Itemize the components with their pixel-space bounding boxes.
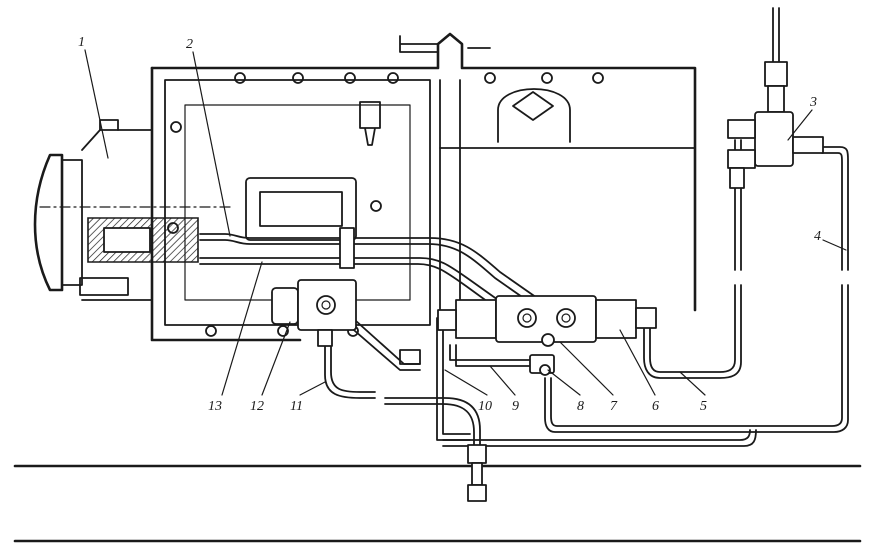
- callout-11: 11: [290, 399, 303, 414]
- drain-fitting: [467, 444, 487, 502]
- valve-12: [271, 227, 357, 347]
- callout-13: 13: [208, 399, 222, 414]
- callout-2: 2: [186, 37, 193, 52]
- callout-12: 12: [250, 399, 264, 414]
- block-6: [437, 295, 657, 376]
- callout-7: 7: [610, 399, 618, 414]
- callout-3: 3: [809, 95, 817, 110]
- pipelines: [199, 139, 849, 447]
- valve-3: [727, 7, 824, 189]
- callout-1: 1: [78, 35, 85, 50]
- callout-10: 10: [478, 399, 492, 414]
- callout-4: 4: [814, 229, 821, 244]
- callout-9: 9: [512, 399, 519, 414]
- leader-lines: [84, 49, 847, 396]
- callout-6: 6: [652, 399, 659, 414]
- frame-rail: [13, 464, 862, 543]
- callout-labels: 1 2 3 4 5 6 7 8 9 10 11 12 13: [78, 35, 821, 414]
- clutch-housing: [33, 119, 231, 301]
- callout-8: 8: [577, 399, 584, 414]
- callout-5: 5: [700, 399, 707, 414]
